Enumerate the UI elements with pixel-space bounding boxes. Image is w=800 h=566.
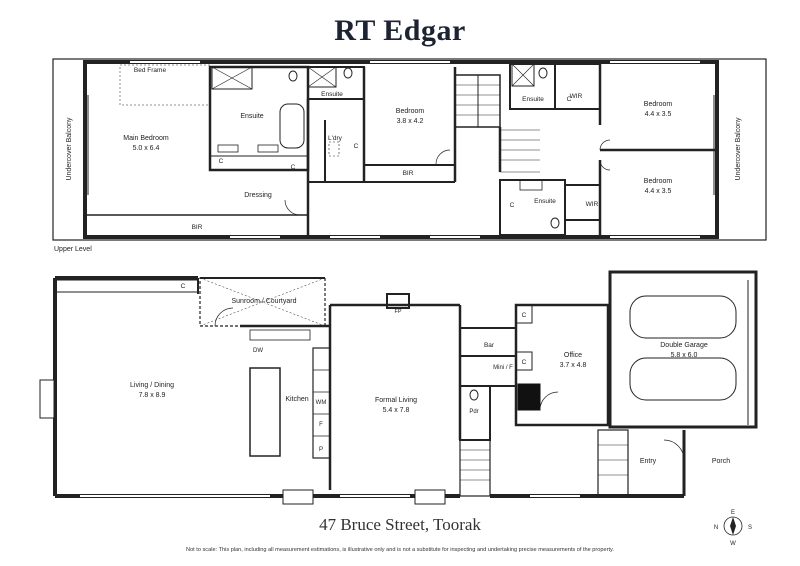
wm-label: WM xyxy=(316,400,327,406)
c3-label: C xyxy=(354,143,359,150)
bed-frame-label: Bed Frame xyxy=(134,67,167,74)
main-bedroom-dims: 5.0 x 6.4 xyxy=(133,145,160,152)
kitchen-label: Kitchen xyxy=(285,396,308,403)
bar-label: Bar xyxy=(484,342,495,349)
main-bedroom-label: Main Bedroom xyxy=(123,135,169,142)
c1-label: C xyxy=(219,158,224,165)
lower-level-plan xyxy=(39,270,758,505)
double-garage-label: Double Garage xyxy=(660,342,708,349)
living-dining-dims: 7.8 x 8.9 xyxy=(139,392,166,399)
ensuite-mid-label: Ensuite xyxy=(321,91,343,98)
upper-outer-frame xyxy=(52,58,767,241)
compass-s: S xyxy=(748,525,752,531)
compass-icon: E W N S xyxy=(714,510,752,547)
fp-label: FP xyxy=(394,309,401,315)
formal-living-label: Formal Living xyxy=(375,397,417,404)
wir-bottom-label: WIR xyxy=(586,201,599,208)
p-label: P xyxy=(319,447,323,453)
bir-bottom-label: BIR xyxy=(192,224,203,231)
c4-label: C xyxy=(510,202,515,209)
disclaimer-text: Not to scale: This plan, including all m… xyxy=(186,547,614,553)
bedroom-right-bottom-dims: 4.4 x 3.5 xyxy=(645,188,672,195)
sunroom-label: Sunroom / Courtyard xyxy=(232,298,297,305)
compass-e: E xyxy=(731,510,735,516)
c-office-mid-label: C xyxy=(522,359,527,366)
compass-n: N xyxy=(714,525,718,531)
c-office-top-label: C xyxy=(522,312,527,319)
upper-level-label: Upper Level xyxy=(54,246,92,253)
f-label: F xyxy=(319,422,323,428)
office-label: Office xyxy=(564,352,582,359)
bedroom-mid-label: Bedroom xyxy=(396,108,425,115)
entry-label: Entry xyxy=(640,458,657,465)
property-address: 47 Bruce Street, Toorak xyxy=(319,515,481,534)
balcony-right-label: Undercover Balcony xyxy=(735,117,742,181)
bir-mid-label: BIR xyxy=(403,170,414,177)
mini-f-label: Mini / F xyxy=(493,365,513,371)
udry-label: L'dry xyxy=(328,135,343,142)
wir-top-label: WIR xyxy=(570,93,583,100)
dw-label: DW xyxy=(253,348,263,354)
c2-label: C xyxy=(291,164,296,171)
compass-w: W xyxy=(730,541,736,547)
bedroom-right-top-dims: 4.4 x 3.5 xyxy=(645,111,672,118)
pdr-label: Pdr xyxy=(469,409,478,415)
bedroom-right-top-label: Bedroom xyxy=(644,101,673,108)
bedroom-mid-dims: 3.8 x 4.2 xyxy=(397,118,424,125)
c5-label: C xyxy=(567,96,572,103)
living-dining-label: Living / Dining xyxy=(130,382,174,389)
upper-level-plan xyxy=(52,58,767,241)
formal-living-dims: 5.4 x 7.8 xyxy=(383,407,410,414)
dressing-label: Dressing xyxy=(244,192,272,199)
porch-label: Porch xyxy=(712,458,730,465)
office-dims: 3.7 x 4.8 xyxy=(560,362,587,369)
ensuite-right-top-label: Ensuite xyxy=(522,96,544,103)
bedroom-right-bottom-label: Bedroom xyxy=(644,178,673,185)
c-top-left-label: C xyxy=(181,283,186,290)
double-garage-dims: 5.8 x 6.0 xyxy=(671,352,698,359)
ensuite-right-bottom-label: Ensuite xyxy=(534,198,556,205)
balcony-left-label: Undercover Balcony xyxy=(66,117,73,181)
brand-logo: RT Edgar xyxy=(334,14,466,47)
ensuite-main-label: Ensuite xyxy=(240,113,263,120)
